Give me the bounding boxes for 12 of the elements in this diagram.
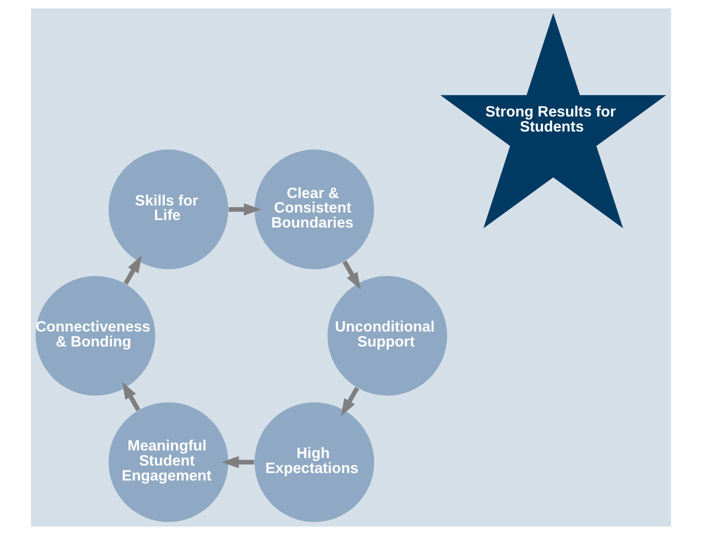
arrow [228,203,261,216]
arrow [221,456,254,468]
node-circle: Clear & Consistent Boundaries [254,150,374,270]
node-circle: Skills for Life [108,150,228,270]
arrow [122,382,140,412]
arrow [340,386,359,416]
arrow [123,255,142,285]
node-circle: Connectiveness & Bonding [35,276,155,396]
arrow [342,260,360,290]
node-circle: High Expectations [254,402,374,522]
node-circle: Meaningful Student Engagement [108,402,228,522]
node-circle: Unconditional Support [326,276,447,396]
